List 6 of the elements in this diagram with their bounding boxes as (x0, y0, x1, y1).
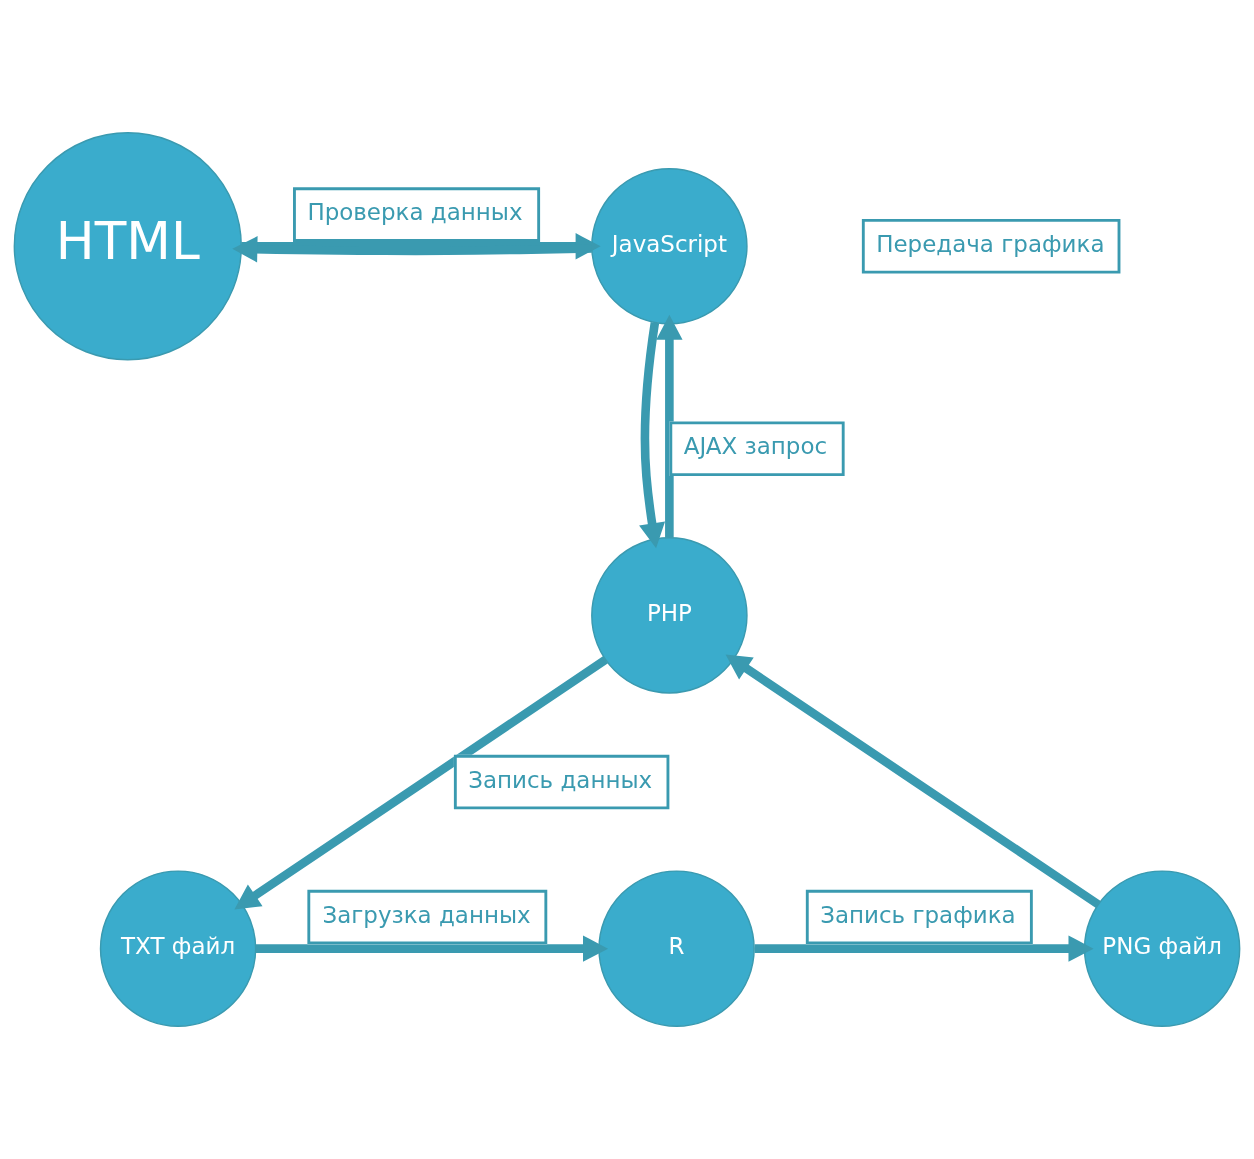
label: Передача графика (876, 230, 1105, 257)
edge-label: AJAX запрос (683, 433, 828, 460)
edge-label: Запись графика (820, 901, 1016, 928)
edge-label: Загрузка данных (322, 901, 531, 928)
edge-label: Проверка данных (307, 199, 523, 226)
edge-label: Запись данных (468, 766, 653, 793)
